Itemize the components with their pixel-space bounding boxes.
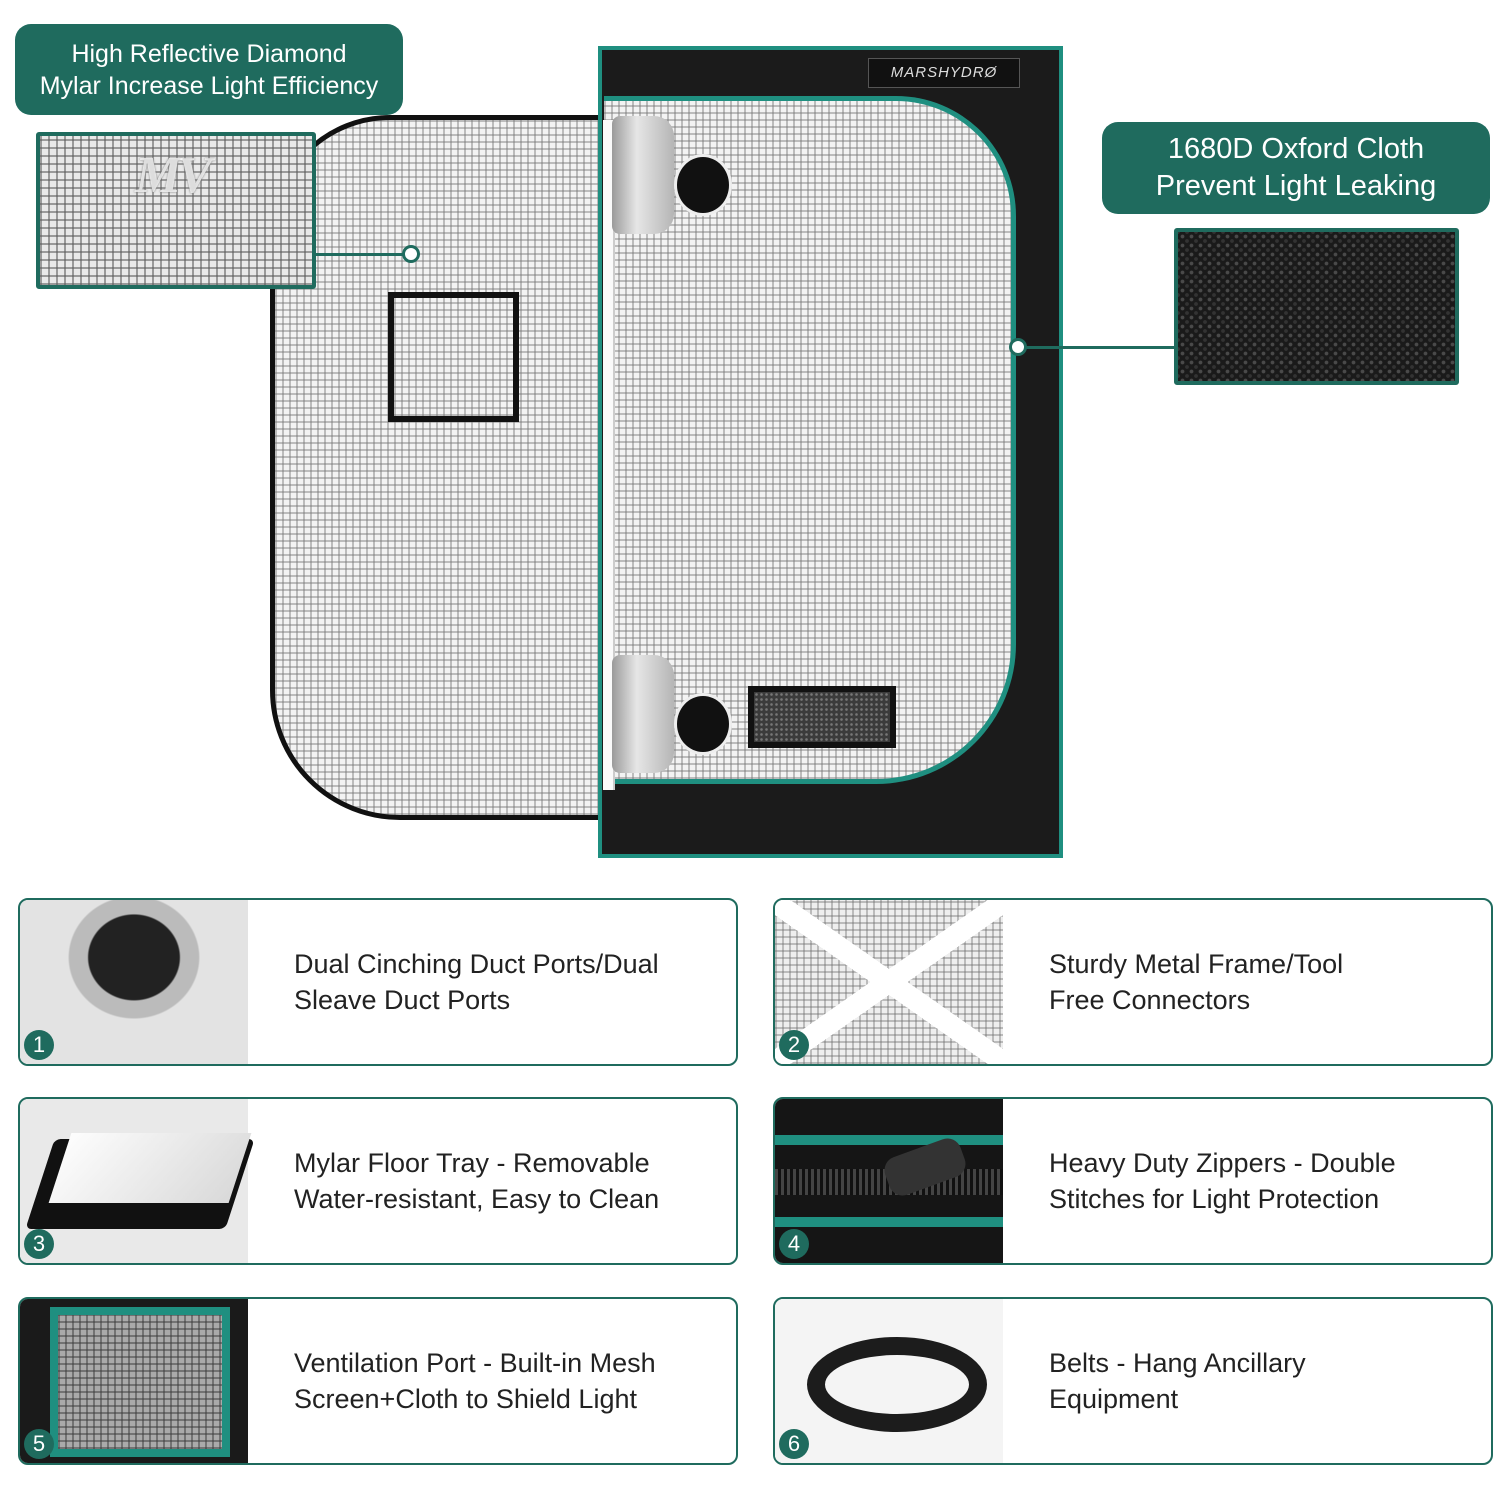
feature-label: Belts - Hang Ancillary Equipment xyxy=(1049,1299,1471,1463)
duct-sleeve xyxy=(612,116,674,234)
metal-frame-photo xyxy=(775,900,1003,1064)
feature-label-line: Sleave Duct Ports xyxy=(294,985,511,1015)
feature-label-line: Heavy Duty Zippers - Double xyxy=(1049,1147,1396,1178)
feature-number-badge: 4 xyxy=(779,1229,809,1259)
oxford-leader-line xyxy=(1018,346,1175,349)
mylar-callout-line-1: High Reflective Diamond xyxy=(71,39,347,68)
feature-label-line: Mylar Floor Tray - Removable xyxy=(294,1147,650,1178)
duct-hole xyxy=(674,154,732,216)
vent-frame xyxy=(50,1307,230,1457)
mylar-callout: High Reflective Diamond Mylar Increase L… xyxy=(15,24,403,115)
ventilation-port-photo xyxy=(20,1299,248,1463)
duct-port-bottom xyxy=(612,655,732,775)
mylar-leader-dot xyxy=(402,245,420,263)
feature-label: Mylar Floor Tray - Removable Water-resis… xyxy=(294,1099,716,1263)
oxford-leader-dot xyxy=(1009,338,1027,356)
duct-sleeve xyxy=(612,655,674,773)
belt-loop xyxy=(807,1337,987,1432)
feature-number-badge: 3 xyxy=(24,1229,54,1259)
feature-label-line: Ventilation Port - Built-in Mesh xyxy=(294,1347,656,1378)
feature-card-metal-frame: 2 Sturdy Metal Frame/Tool Free Connector… xyxy=(773,898,1493,1066)
zipper-photo xyxy=(775,1099,1003,1263)
feature-card-floor-tray: 3 Mylar Floor Tray - Removable Water-res… xyxy=(18,1097,738,1265)
duct-port-top xyxy=(612,116,732,236)
feature-number-badge: 5 xyxy=(24,1429,54,1459)
feature-label: Dual Cinching Duct Ports/Dual Sleave Duc… xyxy=(294,900,716,1064)
feature-number-badge: 1 xyxy=(24,1030,54,1060)
feature-label-line: Screen+Cloth to Shield Light xyxy=(294,1384,637,1414)
feature-card-duct-ports: 1 Dual Cinching Duct Ports/Dual Sleave D… xyxy=(18,898,738,1066)
oxford-callout: 1680D Oxford Cloth Prevent Light Leaking xyxy=(1102,122,1490,214)
mylar-swatch: MV xyxy=(36,132,316,289)
zipper-stitch-stripe xyxy=(775,1217,1003,1227)
feature-label: Ventilation Port - Built-in Mesh Screen+… xyxy=(294,1299,716,1463)
tray-lining xyxy=(48,1133,252,1203)
feature-label-line: Free Connectors xyxy=(1049,985,1251,1015)
feature-label-line: Belts - Hang Ancillary xyxy=(1049,1347,1306,1378)
mylar-callout-line-2: Mylar Increase Light Efficiency xyxy=(39,71,379,100)
belts-photo xyxy=(775,1299,1003,1463)
feature-label: Heavy Duty Zippers - Double Stitches for… xyxy=(1049,1099,1471,1263)
feature-label: Sturdy Metal Frame/Tool Free Connectors xyxy=(1049,900,1471,1064)
tent-illustration: MARSHYDRØ xyxy=(270,46,1063,858)
feature-card-belts: 6 Belts - Hang Ancillary Equipment xyxy=(773,1297,1493,1465)
feature-label-line: Water-resistant, Easy to Clean xyxy=(294,1184,660,1214)
oxford-swatch xyxy=(1174,228,1459,385)
zipper-line xyxy=(603,120,615,790)
vent-mesh-screen xyxy=(748,686,896,748)
feature-label-line: Stitches for Light Protection xyxy=(1049,1184,1380,1214)
floor-tray-photo xyxy=(20,1099,255,1263)
feature-label-line: Sturdy Metal Frame/Tool xyxy=(1049,948,1344,979)
feature-label-line: Equipment xyxy=(1049,1384,1179,1414)
duct-port-photo xyxy=(20,900,248,1064)
feature-card-zippers: 4 Heavy Duty Zippers - Double Stitches f… xyxy=(773,1097,1493,1265)
duct-hole xyxy=(674,693,732,755)
feature-number-badge: 6 xyxy=(779,1429,809,1459)
tent-door-panel xyxy=(270,115,650,820)
oxford-callout-line-1: 1680D Oxford Cloth xyxy=(1167,132,1425,165)
oxford-callout-line-2: Prevent Light Leaking xyxy=(1155,170,1437,202)
brand-logo: MARSHYDRØ xyxy=(868,58,1020,88)
feature-card-ventilation: 5 Ventilation Port - Built-in Mesh Scree… xyxy=(18,1297,738,1465)
feature-number-badge: 2 xyxy=(779,1030,809,1060)
feature-label-line: Dual Cinching Duct Ports/Dual xyxy=(294,948,659,979)
mylar-leader-line xyxy=(316,253,411,256)
mylar-logo-mark: MV xyxy=(135,147,212,204)
zipper-stitch-stripe xyxy=(775,1135,1003,1145)
door-window xyxy=(388,292,519,422)
